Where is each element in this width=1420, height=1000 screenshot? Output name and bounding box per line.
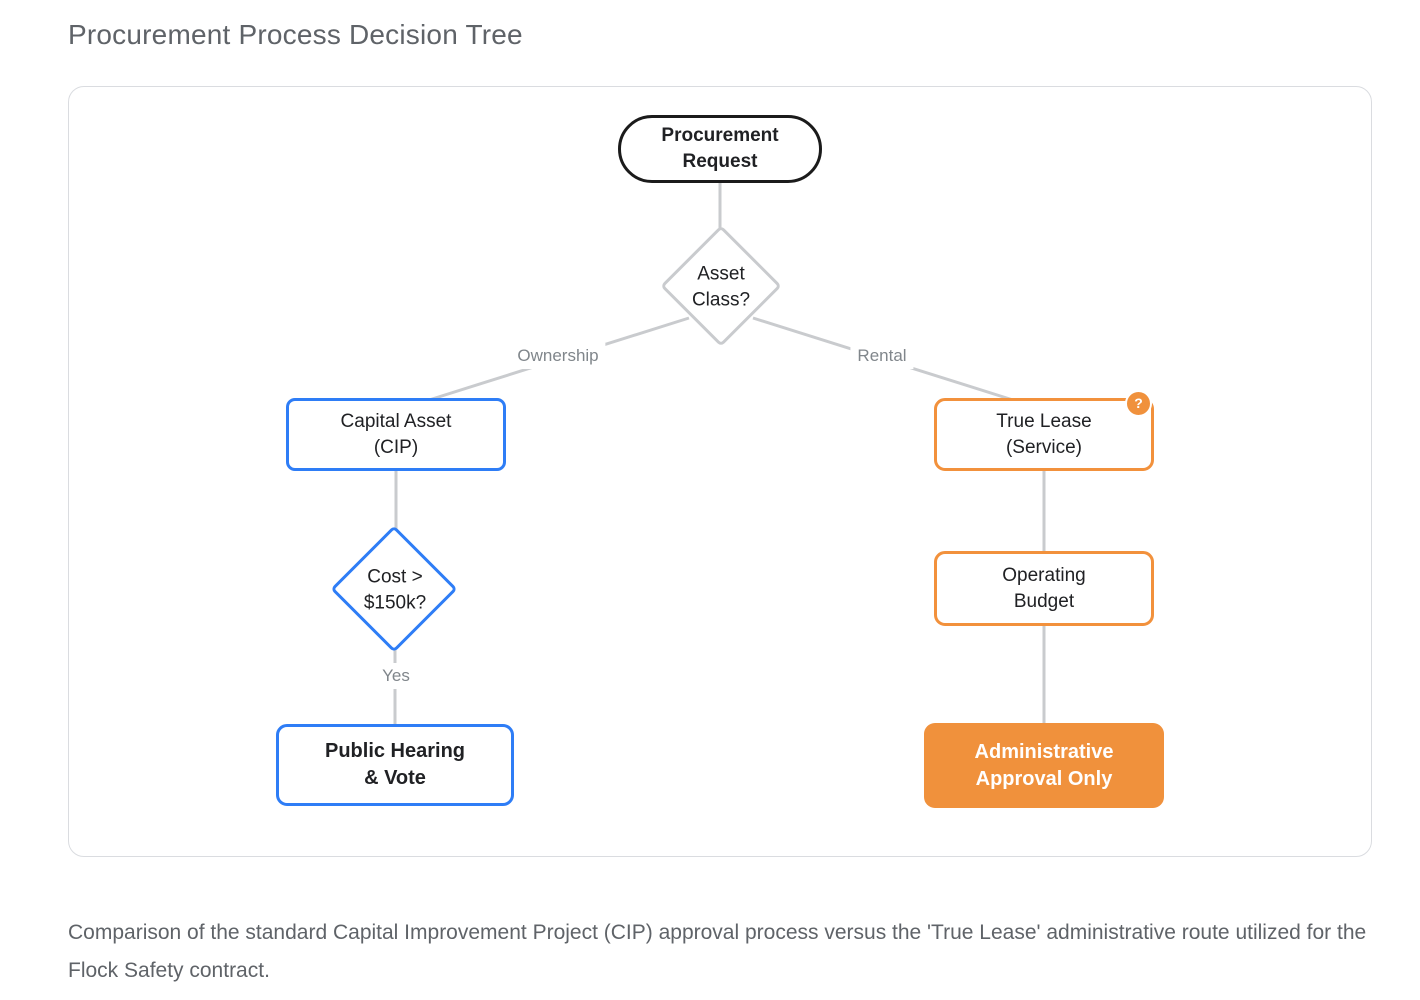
figure-caption: Comparison of the standard Capital Impro…: [68, 921, 1367, 982]
node-operating-budget: Operating Budget: [934, 551, 1154, 626]
diagram-canvas: Procurement Request Asset Class? Ownersh…: [68, 86, 1372, 857]
help-question-badge-icon[interactable]: ?: [1125, 390, 1152, 417]
node-cost-decision-label: Cost > $150k?: [363, 566, 427, 613]
node-capital-asset-cip: Capital Asset (CIP): [286, 398, 506, 471]
node-asset-class-label: Asset Class?: [691, 263, 751, 310]
edge-label-ownership: Ownership: [510, 343, 606, 369]
edge-label-yes: Yes: [375, 663, 417, 689]
node-public-hearing-vote: Public Hearing & Vote: [276, 724, 514, 806]
node-procurement-request: Procurement Request: [618, 115, 822, 183]
node-administrative-approval-only: Administrative Approval Only: [924, 723, 1164, 808]
true-lease-label: True Lease (Service): [996, 410, 1092, 458]
edge-label-rental: Rental: [850, 343, 914, 369]
page-title: Procurement Process Decision Tree: [68, 19, 523, 50]
node-true-lease-service: True Lease (Service) ?: [934, 390, 1154, 471]
edges-layer: [393, 183, 1046, 725]
